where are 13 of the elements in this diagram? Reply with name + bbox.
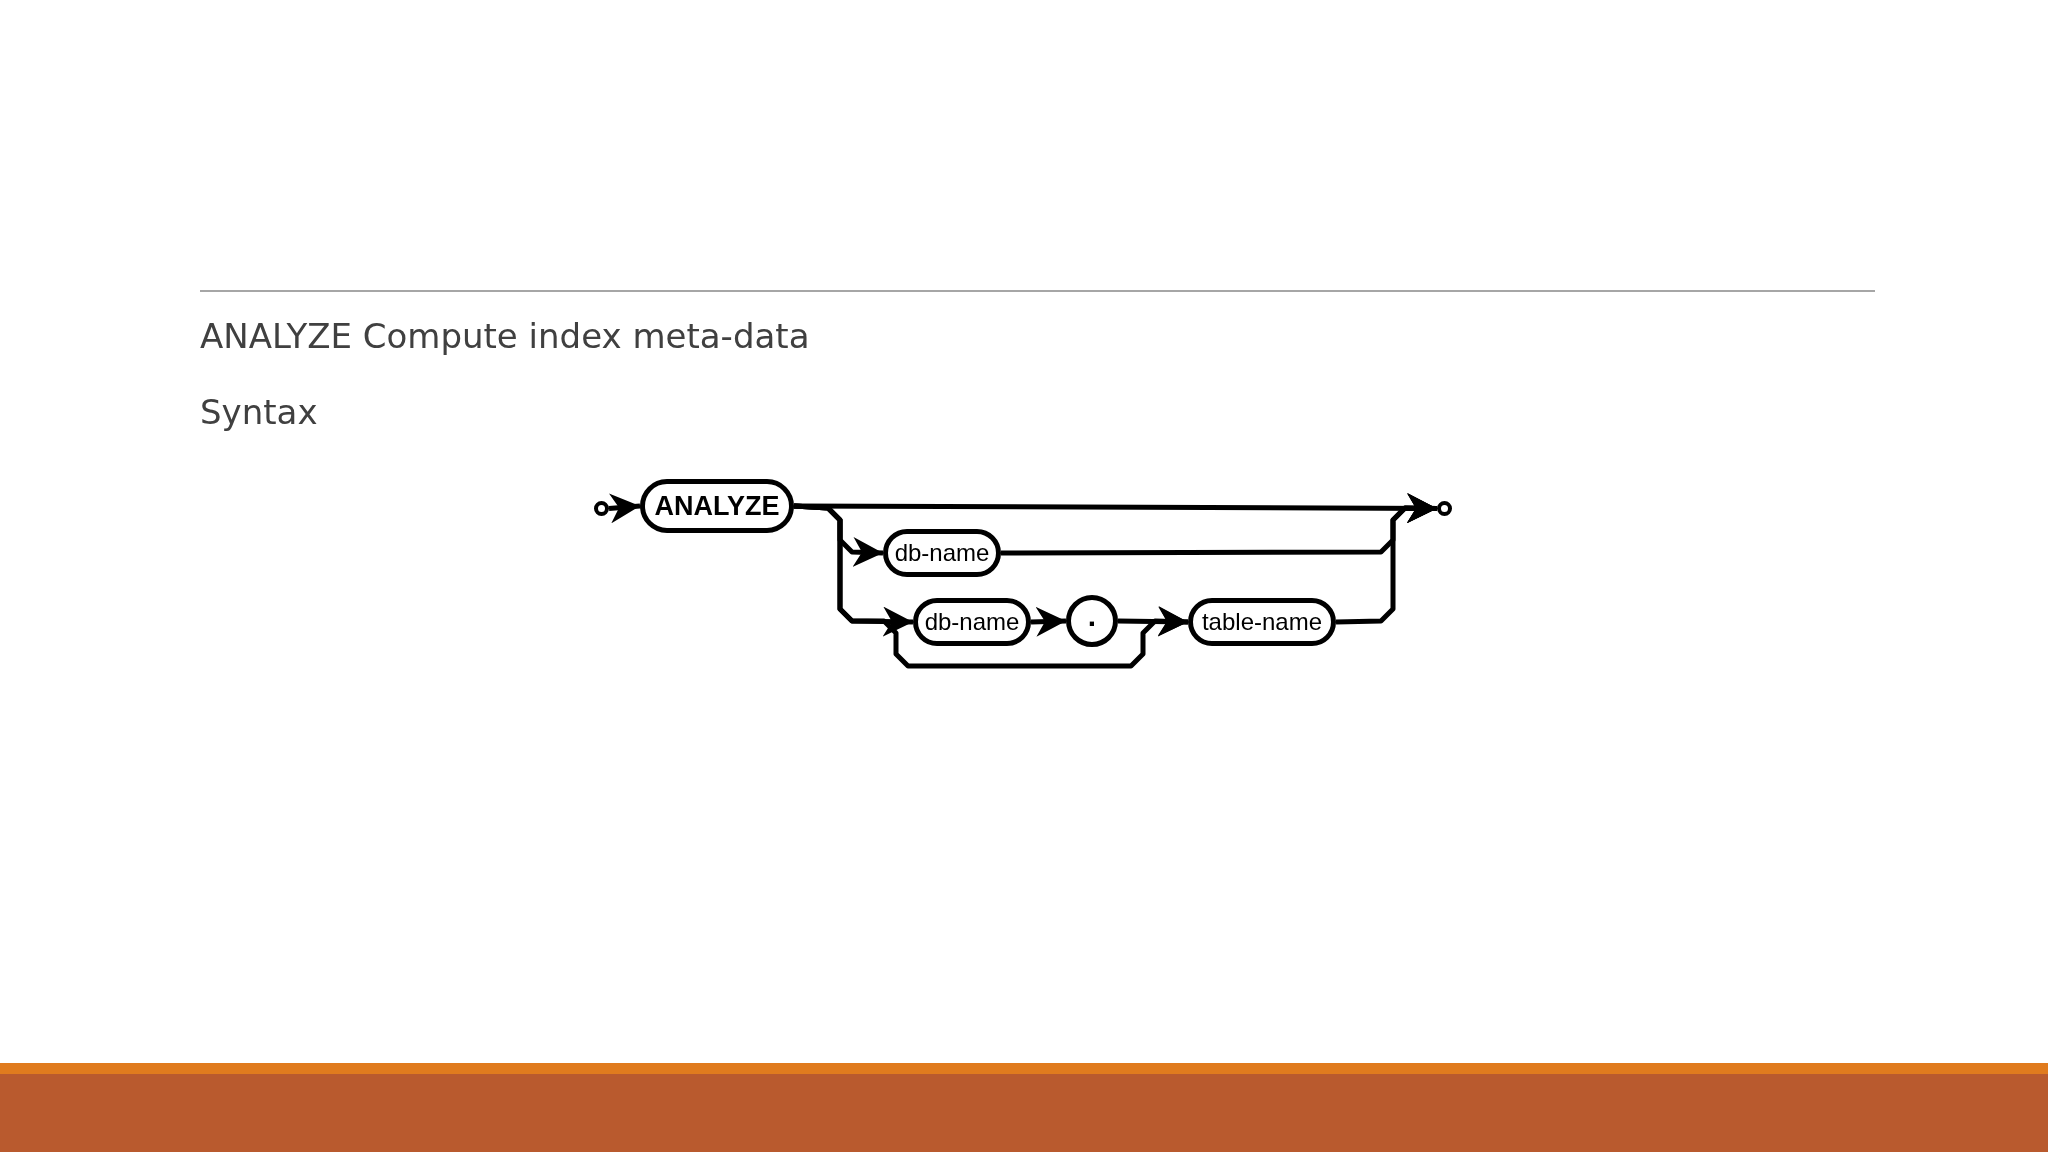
identifier-pill: table-name — [1188, 598, 1336, 646]
identifier-pill: db-name — [883, 529, 1001, 577]
symbol-circle: . — [1066, 595, 1118, 647]
subheading-text: Syntax — [200, 392, 318, 432]
heading-text: ANALYZE Compute index meta-data — [200, 316, 810, 356]
arrow — [1335, 493, 1438, 625]
identifier-pill: db-name — [913, 598, 1031, 646]
arrow — [1117, 606, 1189, 637]
terminal-circle — [1437, 501, 1452, 516]
arrow — [1030, 606, 1067, 637]
arrow — [608, 493, 641, 524]
keyword-pill: ANALYZE — [640, 479, 794, 533]
terminal-circle — [594, 501, 609, 516]
